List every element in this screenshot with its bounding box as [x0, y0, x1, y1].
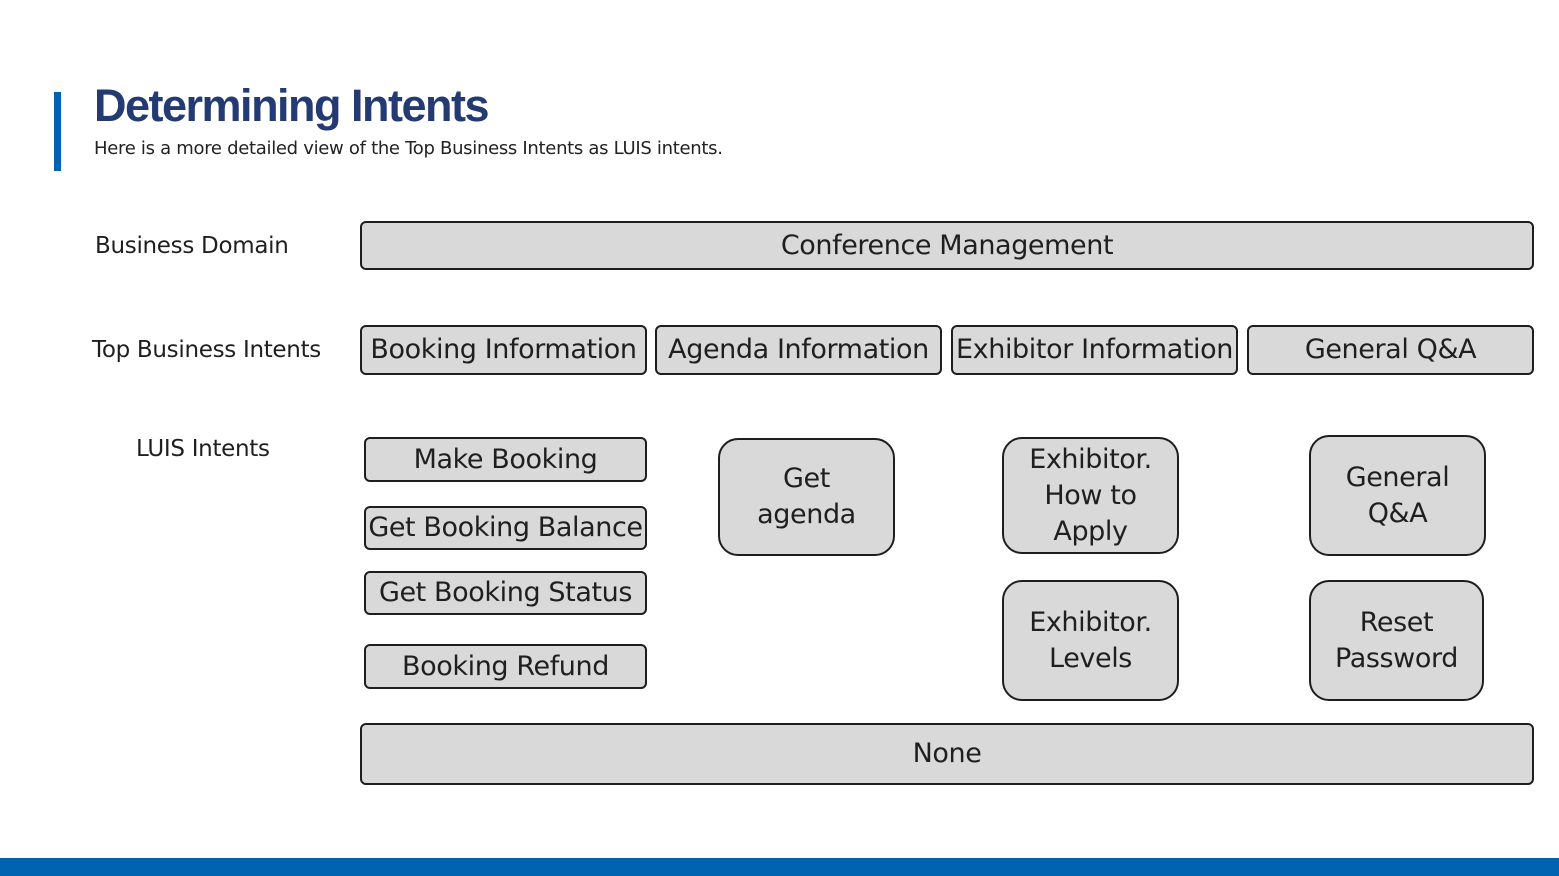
top-intent-label: Agenda Information	[668, 334, 929, 365]
luis-intent-label: None	[912, 738, 982, 769]
page-title: Determining Intents	[94, 80, 490, 131]
luis-intent-label: Reset Password	[1335, 606, 1458, 674]
luis-intent-none: None	[360, 723, 1534, 785]
top-intent-exhibitor-information: Exhibitor Information	[951, 325, 1238, 375]
luis-intent-label: Exhibitor. How to Apply	[1029, 443, 1152, 547]
row-label-top-business-intents: Top Business Intents	[92, 337, 321, 363]
row-label-business-domain: Business Domain	[95, 233, 289, 259]
top-intent-label: General Q&A	[1304, 334, 1477, 365]
luis-intent-get-booking-status: Get Booking Status	[364, 571, 647, 615]
luis-intent-label: Make Booking	[413, 443, 598, 475]
luis-intent-make-booking: Make Booking	[364, 437, 647, 482]
luis-intent-label: General Q&A	[1345, 461, 1450, 529]
luis-intent-label: Exhibitor. Levels	[1029, 606, 1152, 674]
luis-intent-reset-password: Reset Password	[1309, 580, 1484, 701]
luis-intent-general-qa: General Q&A	[1309, 435, 1486, 556]
luis-intent-label: Get Booking Status	[378, 577, 633, 608]
page-subtitle: Here is a more detailed view of the Top …	[94, 138, 723, 159]
top-intent-label: Exhibitor Information	[956, 334, 1233, 365]
footer-bar	[0, 858, 1559, 876]
luis-intent-get-agenda: Get agenda	[718, 438, 895, 556]
top-intent-agenda-information: Agenda Information	[655, 325, 942, 375]
top-intent-label: Booking Information	[370, 334, 637, 365]
luis-intent-exhibitor-how-to-apply: Exhibitor. How to Apply	[1002, 437, 1179, 554]
luis-intent-label: Get Booking Balance	[368, 512, 643, 543]
title-accent-bar	[54, 92, 61, 171]
luis-intent-booking-refund: Booking Refund	[364, 644, 647, 689]
luis-intent-get-booking-balance: Get Booking Balance	[364, 506, 647, 550]
luis-intent-exhibitor-levels: Exhibitor. Levels	[1002, 580, 1179, 701]
top-intent-booking-information: Booking Information	[360, 325, 647, 375]
luis-intent-label: Booking Refund	[402, 650, 609, 682]
luis-intent-label: Get agenda	[757, 463, 856, 530]
top-intent-general-qa: General Q&A	[1247, 325, 1534, 375]
domain-box-label: Conference Management	[780, 229, 1114, 261]
row-label-luis-intents: LUIS Intents	[136, 436, 270, 462]
domain-box-conference-management: Conference Management	[360, 221, 1534, 270]
